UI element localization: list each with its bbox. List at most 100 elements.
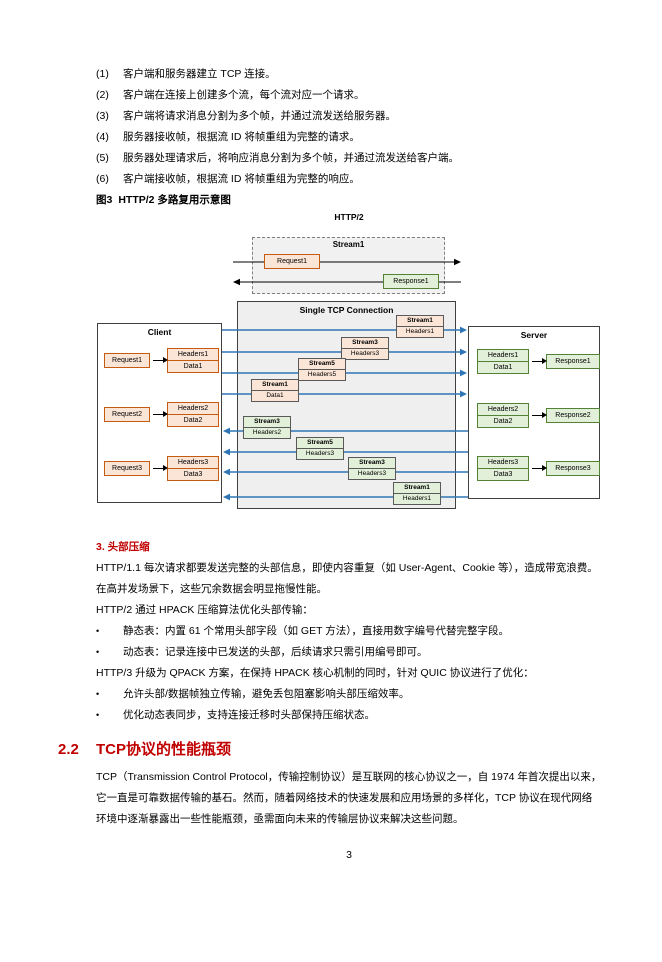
http2-multiplexing-diagram: HTTP/2 Stream1 Request1 Response1 Single…	[0, 211, 662, 523]
tcp-frame: Stream1 Headers1	[396, 315, 444, 338]
data-box: Data1	[477, 361, 529, 374]
response-box: Response1	[546, 354, 600, 369]
bullet-text: 静态表：内置 61 个常用头部字段（如 GET 方法），直接用数字编号代替完整字…	[123, 625, 509, 637]
client-request-row: Request1 Headers1 Data1	[104, 348, 219, 373]
response1-box: Response1	[383, 274, 439, 289]
response-box: Response2	[546, 408, 600, 423]
frame-payload-label: Headers1	[405, 328, 435, 335]
frame-payload-label: Headers1	[402, 495, 432, 502]
section-header-compression: 3. 头部压缩 HTTP/1.1 每次请求都要发送完整的头部信息，即使内容重复（…	[0, 537, 662, 866]
frame-stream-label: Stream3	[244, 417, 290, 428]
figure-number: 图3	[96, 194, 113, 206]
frame-payload-label: Data1	[266, 392, 284, 399]
data-box: Data2	[477, 415, 529, 428]
data-box: Data3	[477, 468, 529, 481]
list-item: (3) 客户端将请求消息分割为多个帧，并通过流发送给服务器。	[96, 106, 602, 127]
frame-stack: Headers1 Data1	[167, 348, 219, 373]
list-item-text: 客户端将请求消息分割为多个帧，并通过流发送给服务器。	[123, 110, 396, 122]
list-item: (2) 客户端在连接上创建多个流，每个流对应一个请求。	[96, 85, 602, 106]
frame-stream-label: Stream3	[342, 338, 388, 349]
tcp-frame: Stream1 Data1	[251, 379, 299, 402]
tcp-connection-title: Single TCP Connection	[299, 305, 394, 315]
frame-payload-label: Headers3	[305, 450, 335, 457]
client-box: Client Request1 Headers1 Data1 Request2 …	[97, 323, 222, 503]
section-title: TCP协议的性能瓶颈	[96, 741, 232, 758]
list-item-text: 客户端在连接上创建多个流，每个流对应一个请求。	[123, 89, 365, 101]
data-box: Data3	[167, 468, 219, 481]
right-arrow-icon	[532, 465, 547, 471]
list-item: (5) 服务器处理请求后，将响应消息分割为多个帧，并通过流发送给客户端。	[96, 148, 602, 169]
bullet-icon: •	[96, 647, 100, 657]
frame-stream-label: Stream1	[252, 380, 298, 391]
paragraph-http2-hpack: HTTP/2 通过 HPACK 压缩算法优化头部传输：	[96, 604, 313, 616]
paragraph-http3-qpack: HTTP/3 升级为 QPACK 方案，在保持 HPACK 核心机制的同时，针对…	[96, 667, 534, 679]
right-arrow-icon	[153, 357, 168, 363]
frame-stream-label: Stream1	[394, 483, 440, 494]
server-response-row: Headers1 Data1 Response1	[477, 349, 600, 374]
bullet-item: • 动态表：记录连接中已发送的头部，后续请求只需引用编号即可。	[96, 642, 602, 663]
frame-stream-label: Stream1	[397, 316, 443, 327]
frame-payload-label: Headers3	[350, 350, 380, 357]
frame-stack: Headers2 Data2	[477, 403, 529, 428]
client-title: Client	[147, 327, 172, 337]
tcp-frame: Stream3 Headers3	[341, 337, 389, 360]
list-item: (4) 服务器接收帧，根据流 ID 将帧重组为完整的请求。	[96, 127, 602, 148]
frame-stack: Headers2 Data2	[167, 402, 219, 427]
section-number: 2.2	[58, 741, 79, 758]
tcp-frame: Stream3 Headers3	[348, 457, 396, 480]
server-response-row: Headers2 Data2 Response2	[477, 403, 600, 428]
page-number: 3	[346, 849, 352, 861]
tcp-frame: Stream5 Headers3	[296, 437, 344, 460]
list-item-text: 客户端接收帧，根据流 ID 将帧重组为完整的响应。	[123, 173, 360, 185]
bullet-item: • 优化动态表同步，支持连接迁移时头部保持压缩状态。	[96, 705, 602, 726]
list-item-number: (5)	[96, 152, 109, 164]
figure-title: HTTP/2 多路复用示意图	[118, 194, 231, 206]
numbered-list: (1) 客户端和服务器建立 TCP 连接。 (2) 客户端在连接上创建多个流，每…	[0, 64, 662, 190]
data-box: Data2	[167, 414, 219, 427]
request-box: Request3	[104, 461, 150, 476]
request-box: Request1	[104, 353, 150, 368]
list-item-number: (3)	[96, 110, 109, 122]
frame-payload-label: Headers3	[357, 470, 387, 477]
server-response-row: Headers3 Data3 Response3	[477, 456, 600, 481]
tcp-frame: Stream1 Headers1	[393, 482, 441, 505]
request1-box: Request1	[264, 254, 320, 269]
list-item-text: 服务器处理请求后，将响应消息分割为多个帧，并通过流发送给客户端。	[123, 152, 459, 164]
stream1-group-label: Stream1	[332, 240, 365, 249]
tcp-frame: Stream5 Headers5	[298, 358, 346, 381]
bullet-item: • 允许头部/数据帧独立传输，避免丢包阻塞影响头部压缩效率。	[96, 684, 602, 705]
list-item-number: (6)	[96, 173, 109, 185]
right-arrow-icon	[153, 465, 168, 471]
frame-payload-label: Headers5	[307, 371, 337, 378]
paragraph-tcp-intro: TCP（Transmission Control Protocol，传输控制协议…	[96, 771, 602, 825]
frame-stream-label: Stream5	[299, 359, 345, 370]
server-box: Server Headers1 Data1 Response1 Headers2…	[468, 326, 600, 499]
paragraph-http11: HTTP/1.1 每次请求都要发送完整的头部信息，即使内容重复（如 User-A…	[96, 562, 598, 595]
list-item-text: 服务器接收帧，根据流 ID 将帧重组为完整的请求。	[123, 131, 360, 143]
list-item-text: 客户端和服务器建立 TCP 连接。	[123, 68, 276, 80]
bullet-icon: •	[96, 626, 100, 636]
bullet-text: 允许头部/数据帧独立传输，避免丢包阻塞影响头部压缩效率。	[123, 688, 410, 700]
frame-stack: Headers1 Data1	[477, 349, 529, 374]
frame-payload-label: Headers2	[252, 429, 282, 436]
bullet-text: 优化动态表同步，支持连接迁移时头部保持压缩状态。	[123, 709, 375, 721]
bullet-item: • 静态表：内置 61 个常用头部字段（如 GET 方法），直接用数字编号代替完…	[96, 621, 602, 642]
frame-stack: Headers3 Data3	[477, 456, 529, 481]
section-2-2-heading: 2.2 TCP协议的性能瓶颈	[58, 737, 602, 763]
frame-stream-label: Stream5	[297, 438, 343, 449]
bullet-icon: •	[96, 689, 100, 699]
client-request-row: Request2 Headers2 Data2	[104, 402, 219, 427]
bullet-text: 动态表：记录连接中已发送的头部，后续请求只需引用编号即可。	[123, 646, 428, 658]
list-item-number: (1)	[96, 68, 109, 80]
list-item-number: (2)	[96, 89, 109, 101]
list-item: (6) 客户端接收帧，根据流 ID 将帧重组为完整的响应。	[96, 169, 602, 190]
client-request-row: Request3 Headers3 Data3	[104, 456, 219, 481]
frame-stream-label: Stream3	[349, 458, 395, 469]
document-page: (1) 客户端和服务器建立 TCP 连接。 (2) 客户端在连接上创建多个流，每…	[0, 64, 662, 866]
request-box: Request2	[104, 407, 150, 422]
right-arrow-icon	[153, 411, 168, 417]
figure-caption: 图3 HTTP/2 多路复用示意图	[0, 190, 662, 211]
list-item: (1) 客户端和服务器建立 TCP 连接。	[96, 64, 602, 85]
response-box: Response3	[546, 461, 600, 476]
right-arrow-icon	[532, 412, 547, 418]
